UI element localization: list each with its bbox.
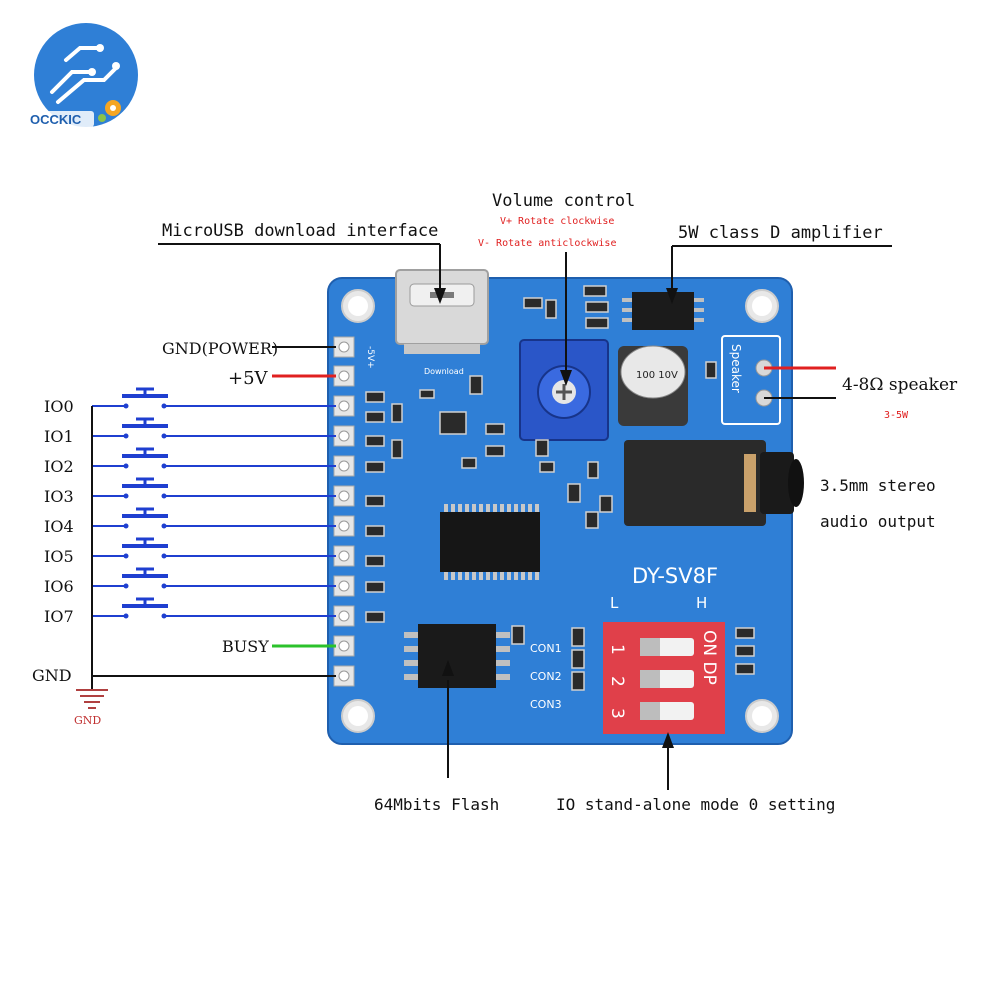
smd-part	[523, 297, 543, 309]
volume-control-label: Volume control	[492, 191, 635, 211]
smd-part	[365, 611, 385, 623]
decoder-chip-pins	[444, 504, 539, 580]
dip-right-label: H	[696, 594, 707, 612]
smd-part	[365, 391, 385, 403]
download-silk-label: Download	[424, 367, 464, 376]
smd-part	[365, 411, 385, 423]
ground-symbol	[76, 689, 108, 709]
electrolytic-capacitor: 100 10V	[618, 345, 688, 426]
smd-part	[567, 483, 581, 503]
io-label: IO1	[44, 427, 74, 446]
brand-name: OCCKIC	[30, 112, 82, 127]
smd-part	[485, 423, 505, 435]
smd-part	[571, 627, 585, 647]
smd-part	[365, 525, 385, 537]
speaker-silk-label: Speaker	[729, 344, 743, 393]
speaker-power-label: 3-5W	[884, 410, 909, 421]
io-mode-label: IO stand-alone mode 0 setting	[556, 795, 835, 814]
audio-output-line2: audio output	[820, 512, 936, 531]
smd-part	[365, 581, 385, 593]
io-label: IO6	[44, 577, 74, 596]
flash-label: 64Mbits Flash	[374, 795, 499, 814]
smd-part	[585, 511, 599, 529]
dip-toggle-3[interactable]	[640, 702, 660, 720]
con1-label: CON1	[530, 642, 562, 655]
smd-part	[705, 361, 717, 379]
smd-part	[587, 461, 599, 479]
audio-output-line1: 3.5mm stereo	[820, 476, 936, 495]
pin-header	[333, 336, 355, 687]
gnd-power-label: GND(POWER)	[162, 339, 278, 358]
usb-label: MicroUSB download interface	[162, 221, 438, 241]
smd-part	[545, 299, 557, 319]
io-label: IO5	[44, 547, 74, 566]
volume-potentiometer[interactable]	[519, 339, 609, 441]
smd-part	[485, 445, 505, 457]
dip-switch[interactable]	[603, 622, 725, 734]
smd-part	[583, 285, 607, 297]
busy-label: BUSY	[222, 637, 269, 656]
ground-symbol-label: GND	[74, 714, 101, 727]
smd-part	[365, 555, 385, 567]
con3-label: CON3	[530, 698, 562, 711]
dip-toggle-2[interactable]	[640, 670, 660, 688]
smd-part	[365, 461, 385, 473]
dip-number-1: 1	[607, 644, 627, 655]
pcb-board: -5V+ Download	[327, 269, 804, 745]
io-label: IO2	[44, 457, 74, 476]
dip-toggle-1[interactable]	[640, 638, 660, 656]
smd-part	[571, 671, 585, 691]
io-label: IO0	[44, 397, 74, 416]
model-label: DY-SV8F	[632, 564, 718, 588]
smd-part	[735, 663, 755, 675]
decoder-chip	[440, 504, 540, 580]
smd-part	[585, 301, 609, 313]
capacitor-label: 100 10V	[636, 370, 678, 381]
dip-left-label: L	[610, 594, 619, 612]
speaker-label: 4-8Ω speaker	[842, 375, 958, 395]
audio-jack	[624, 440, 804, 526]
micro-usb-connector	[395, 269, 489, 354]
volume-pointer-arrow	[560, 370, 572, 386]
smd-part	[419, 389, 435, 399]
volume-cw-note: V+ Rotate clockwise	[500, 216, 614, 227]
flash-chip	[404, 624, 510, 688]
smd-part	[511, 625, 525, 645]
amplifier-chip	[622, 292, 704, 330]
smd-part	[539, 461, 555, 473]
smd-part	[599, 495, 613, 513]
plus5v-label: +5V	[228, 368, 269, 389]
smd-part	[735, 645, 755, 657]
smd-part	[391, 403, 403, 423]
io-label: IO4	[44, 517, 74, 536]
smd-components	[365, 285, 755, 691]
io-label: IO7	[44, 607, 74, 626]
smd-part	[585, 317, 609, 329]
smd-part	[391, 439, 403, 459]
smd-part	[365, 495, 385, 507]
smd-part	[365, 435, 385, 447]
mounting-holes	[341, 289, 779, 733]
smd-part	[571, 649, 585, 669]
smd-part	[535, 439, 549, 457]
dip-number-2: 2	[607, 676, 627, 687]
smd-part	[735, 627, 755, 639]
volume-acw-note: V- Rotate anticlockwise	[478, 238, 616, 249]
brand-logo: OCCKIC	[28, 23, 138, 127]
smd-part	[461, 457, 477, 469]
io-label: IO3	[44, 487, 74, 506]
smd-part	[439, 411, 467, 435]
con2-label: CON2	[530, 670, 562, 683]
dip-number-3: 3	[607, 708, 627, 719]
gnd-label: GND	[32, 666, 72, 685]
pin-silk-label: -5V+	[365, 346, 375, 369]
amplifier-label: 5W class D amplifier	[678, 223, 883, 243]
smd-part	[469, 375, 483, 395]
dip-on-label: ON DP	[699, 630, 719, 685]
